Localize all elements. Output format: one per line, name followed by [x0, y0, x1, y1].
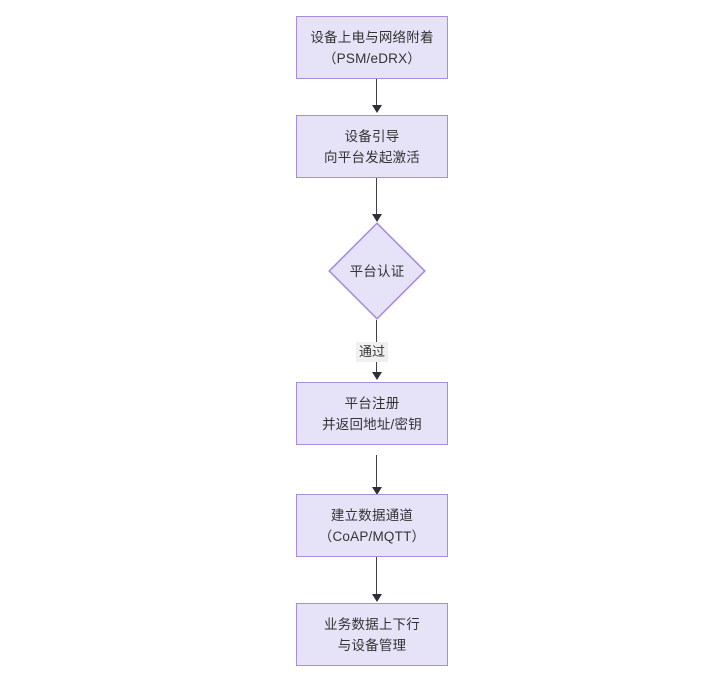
node-platform-auth-label: 平台认证 [349, 263, 405, 279]
node-business-data-line2: 与设备管理 [337, 637, 407, 653]
arrowhead-icon [371, 105, 382, 113]
node-platform-register-line1: 平台注册 [344, 395, 400, 411]
node-data-channel-line1: 建立数据通道 [330, 507, 414, 523]
connector-line [376, 455, 378, 490]
arrowhead-icon [371, 487, 382, 495]
arrowhead-icon [371, 214, 382, 222]
node-platform-auth[interactable]: 平台认证 [328, 222, 426, 320]
node-business-data-line1: 业务数据上下行 [324, 616, 420, 632]
arrowhead-icon [371, 372, 382, 380]
node-business-data[interactable]: 业务数据上下行 与设备管理 [296, 603, 448, 666]
node-power-on-line1: 设备上电与网络附着 [310, 29, 434, 45]
node-power-on-line2: （PSM/eDRX） [322, 50, 422, 66]
arrowhead-icon [371, 594, 382, 602]
connector-bootstrap-to-platform-auth [371, 178, 383, 224]
connector-line [376, 557, 378, 597]
connector-line [376, 178, 378, 217]
node-data-channel[interactable]: 建立数据通道 （CoAP/MQTT） [296, 494, 448, 557]
diamond-shape-icon [328, 222, 426, 320]
connector-data-channel-to-business-data [371, 557, 383, 604]
node-platform-register[interactable]: 平台注册 并返回地址/密钥 [296, 382, 448, 445]
connector-line [376, 79, 378, 108]
connector-platform-register-to-data-channel [371, 455, 383, 497]
node-platform-register-line2: 并返回地址/密钥 [322, 416, 422, 432]
connector-power-on-to-bootstrap [371, 79, 383, 115]
node-bootstrap-line2: 向平台发起激活 [324, 149, 420, 165]
edge-label-pass: 通过 [356, 342, 389, 362]
node-bootstrap[interactable]: 设备引导 向平台发起激活 [296, 115, 448, 178]
node-data-channel-line2: （CoAP/MQTT） [318, 528, 426, 544]
node-power-on[interactable]: 设备上电与网络附着 （PSM/eDRX） [296, 16, 448, 79]
node-bootstrap-line1: 设备引导 [344, 128, 400, 144]
